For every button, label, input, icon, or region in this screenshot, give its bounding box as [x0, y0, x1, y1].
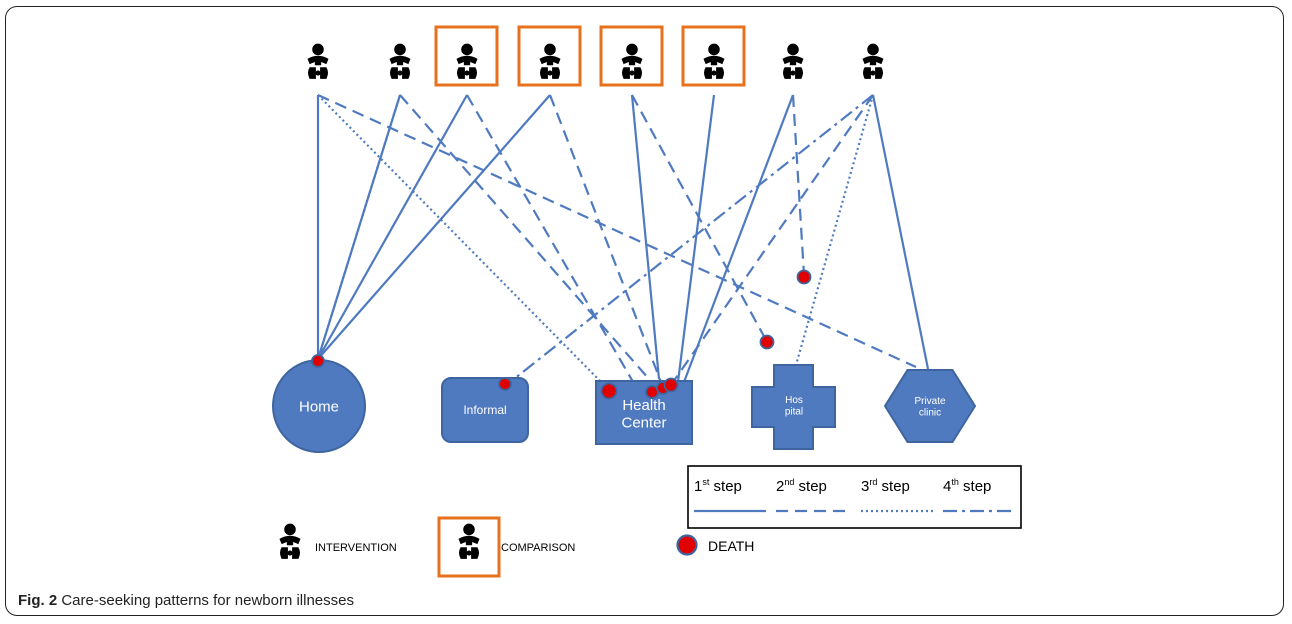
infant-icon — [279, 523, 301, 559]
infant-icon — [782, 43, 804, 79]
death-dot-icon — [663, 377, 679, 393]
legend: 1st step 2nd step 3rd step 4th stepINTERVEN… — [279, 465, 1022, 578]
comparison-legend-label: COMPARISON — [501, 542, 575, 554]
death-dot-icon — [600, 382, 618, 400]
home-label: Home — [299, 398, 339, 415]
infant-row — [307, 25, 884, 87]
step-legend-label: 4th step — [943, 477, 991, 495]
death-dot-icon — [311, 354, 325, 368]
hospital-node — [751, 364, 836, 450]
comparison-box — [599, 25, 664, 87]
path-line-step-2 — [466, 94, 637, 388]
informal-node — [441, 377, 529, 443]
step-legend-box — [687, 465, 1022, 529]
death-markers — [311, 269, 812, 400]
comparison-box — [517, 25, 582, 87]
comparison-legend-box — [437, 516, 501, 578]
informal-label: Informal — [463, 403, 506, 417]
infant-icon — [307, 43, 329, 79]
step-legend-label: 1st step — [694, 477, 742, 495]
path-line-step-2 — [670, 94, 874, 386]
step-legend-label: 3rd step — [861, 477, 910, 495]
private-clinic-node — [883, 369, 977, 443]
infant-icon — [703, 43, 725, 79]
path-line-step-2 — [317, 93, 917, 369]
path-line-step-2 — [399, 94, 657, 388]
figure-caption: Fig. 2 Care-seeking patterns for newborn… — [18, 592, 354, 609]
path-line-step-3 — [790, 94, 875, 380]
death-dot-icon — [498, 377, 512, 391]
path-line-step-1 — [317, 94, 468, 360]
comparison-box — [681, 25, 746, 87]
infant-icon — [539, 43, 561, 79]
path-line-step-1 — [676, 94, 716, 383]
figure-caption-text: Care-seeking patterns for newborn illnes… — [57, 592, 354, 609]
path-line-step-4 — [513, 94, 874, 380]
infant-icon — [862, 43, 884, 79]
infant-icon — [458, 523, 480, 559]
figure-number: Fig. 2 — [18, 592, 58, 609]
path-line-step-1 — [682, 94, 795, 383]
step-legend-label: 2nd step — [776, 477, 827, 495]
path-line-step-1 — [630, 94, 661, 380]
death-legend-label: DEATH — [708, 538, 754, 554]
death-dot-icon — [759, 334, 775, 350]
infant-icon — [621, 43, 643, 79]
care-seeking-paths — [316, 93, 930, 388]
path-line-step-3 — [317, 94, 607, 388]
comparison-box — [434, 25, 499, 87]
infant-icon — [389, 43, 411, 79]
path-line-step-2 — [791, 94, 806, 276]
path-line-step-1 — [317, 94, 551, 360]
path-line-step-2 — [548, 94, 663, 383]
intervention-legend-label: INTERVENTION — [315, 542, 397, 554]
infant-icon — [456, 43, 478, 79]
path-line-step-1 — [871, 94, 930, 370]
death-legend-dot — [676, 534, 698, 556]
death-dot-icon — [796, 269, 812, 285]
path-line-step-3 — [316, 94, 402, 360]
